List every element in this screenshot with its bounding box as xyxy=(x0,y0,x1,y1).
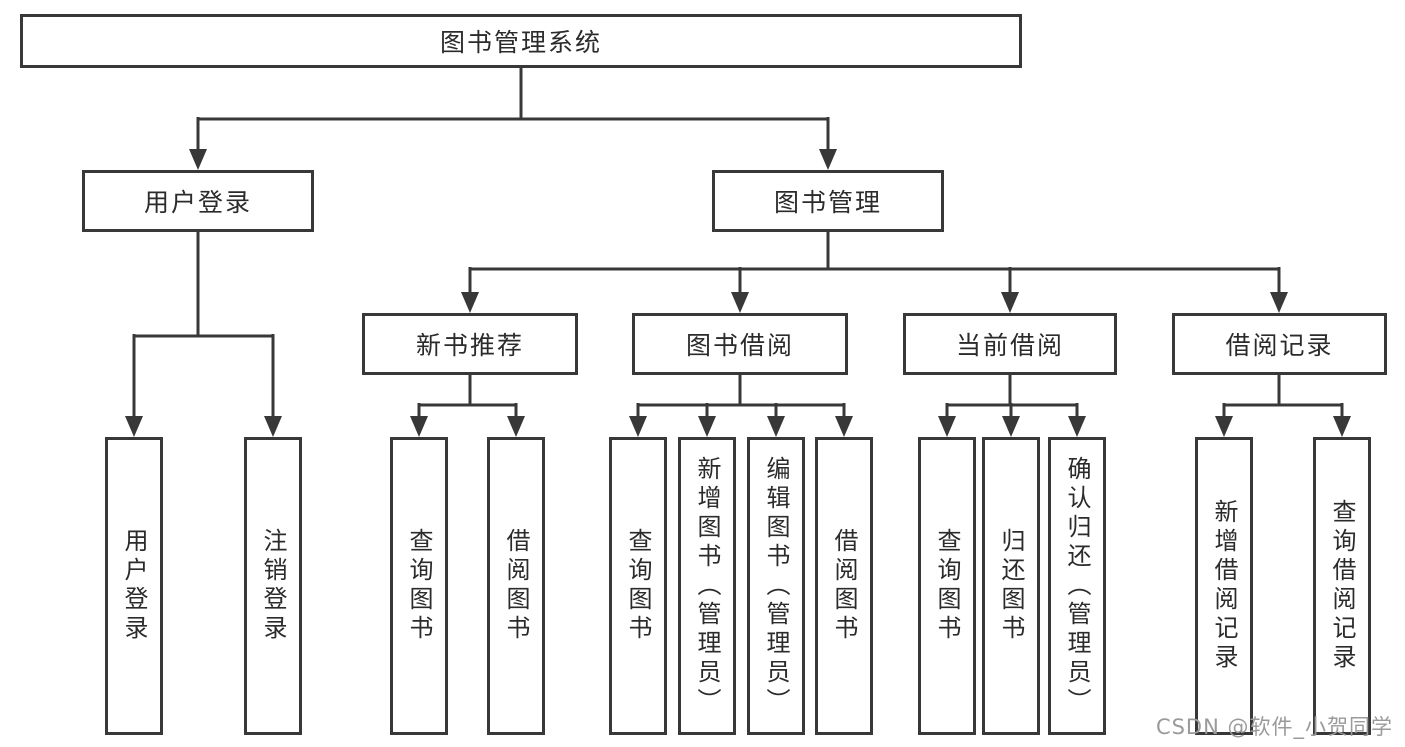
leaf-records-query: 查询借阅记录 xyxy=(1313,437,1371,735)
leaf-borrow-edit-admin: 编辑图书（管理员） xyxy=(747,437,805,735)
leaf-borrow-borrow: 借阅图书 xyxy=(815,437,873,735)
node-user-login: 用户登录 xyxy=(82,170,314,232)
leaf-current-return: 归还图书 xyxy=(982,437,1040,735)
leaf-records-add: 新增借阅记录 xyxy=(1195,437,1253,735)
node-current-borrow: 当前借阅 xyxy=(903,313,1117,375)
node-book-borrow: 图书借阅 xyxy=(632,313,848,375)
leaf-current-query: 查询图书 xyxy=(918,437,976,735)
node-root: 图书管理系统 xyxy=(20,14,1022,68)
leaf-newbooks-query: 查询图书 xyxy=(390,437,448,735)
leaf-user-login: 用户登录 xyxy=(105,437,163,735)
leaf-current-confirm-return-admin: 确认归还（管理员） xyxy=(1048,437,1106,735)
node-borrow-records: 借阅记录 xyxy=(1172,313,1387,375)
leaf-logout: 注销登录 xyxy=(244,437,302,735)
node-new-book-recommend: 新书推荐 xyxy=(362,313,578,375)
csdn-watermark: CSDN @软件_小贺同学 xyxy=(1155,715,1393,739)
node-book-management: 图书管理 xyxy=(712,170,944,232)
leaf-borrow-add-admin: 新增图书（管理员） xyxy=(678,437,736,735)
leaf-borrow-query: 查询图书 xyxy=(609,437,667,735)
leaf-newbooks-borrow: 借阅图书 xyxy=(487,437,545,735)
